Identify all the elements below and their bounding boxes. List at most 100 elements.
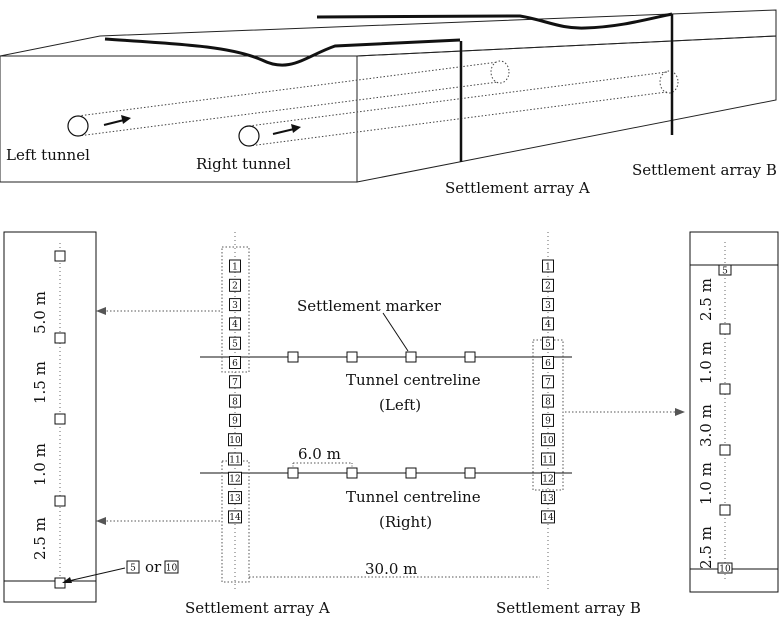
array-a-marker-box xyxy=(229,336,241,350)
array-b-marker-box xyxy=(542,278,554,292)
array-b-marker-number: 6 xyxy=(545,359,551,369)
array-a-marker-box xyxy=(229,375,241,389)
settlement-trough-b xyxy=(316,12,673,30)
array-b-marker-box xyxy=(541,491,555,505)
array-a-marker-number: 5 xyxy=(232,340,238,350)
legend-marker-5 xyxy=(126,560,140,574)
array-a-marker-number: 12 xyxy=(229,475,240,485)
centreline-marker xyxy=(346,467,358,479)
right-tunnel-bore-bottom xyxy=(248,91,668,147)
array-b-marker-box xyxy=(542,356,554,369)
left-dim-1-5m: 1.5 m xyxy=(31,361,49,404)
right-tunnel-face xyxy=(238,125,260,147)
callout-top-left-head xyxy=(96,307,106,315)
left-centreline-markers xyxy=(287,351,476,363)
array-a-marker-box xyxy=(229,413,241,427)
right-tunnel-label: Right tunnel xyxy=(196,155,291,173)
left-advance-arrow xyxy=(103,119,125,126)
right-detail-bottom-marker xyxy=(717,562,733,574)
right-detail-marker xyxy=(719,323,731,335)
array-a-marker-number: 8 xyxy=(232,397,238,407)
left-detail-panel: 5.0 m 1.5 m 1.0 m 2.5 m 5 or 10 xyxy=(3,231,179,603)
array-b-marker-number: 3 xyxy=(545,301,551,311)
array-a-bottom-selection xyxy=(221,460,250,583)
centreline-marker xyxy=(405,467,417,479)
legend-marker-10-label: 10 xyxy=(166,564,178,574)
array-b-marker-number: 11 xyxy=(542,455,553,465)
legend-marker-10 xyxy=(164,560,179,574)
array-a-marker-number: 9 xyxy=(232,417,238,427)
array-a-marker-box xyxy=(229,356,241,369)
settlement-marker-pointer xyxy=(382,312,409,352)
right-centreline-markers xyxy=(287,467,476,479)
plan-view: Settlement marker Tunnel centreline (Lef… xyxy=(96,232,685,617)
array-a-marker-number: 13 xyxy=(229,494,241,504)
array-b-marker-number: 7 xyxy=(545,378,551,388)
left-advance-arrowhead xyxy=(121,115,131,124)
left-detail-marker xyxy=(54,332,66,344)
advance-arrows xyxy=(103,115,301,135)
array-a-marker-number: 14 xyxy=(229,513,241,523)
centreline-marker xyxy=(346,351,358,363)
dimension-30m-label: 30.0 m xyxy=(365,560,417,578)
left-dim-5m: 5.0 m xyxy=(31,291,49,334)
array-a-top-selection xyxy=(221,246,250,373)
right-detail-marker xyxy=(719,504,731,516)
array-b-marker-number: 9 xyxy=(545,417,551,427)
centreline-marker xyxy=(464,351,476,363)
block-side-face xyxy=(356,35,777,183)
array-b-marker-number: 14 xyxy=(542,513,554,523)
right-dim-1m-bottom: 1.0 m xyxy=(697,462,715,505)
left-detail-marker xyxy=(54,413,66,425)
right-detail-frame xyxy=(689,231,779,593)
right-dim-1m-top: 1.0 m xyxy=(697,341,715,384)
array-b-marker-number: 1 xyxy=(545,262,551,272)
centreline-marker xyxy=(464,467,476,479)
block-top-face xyxy=(0,9,777,57)
array-a-marker-number: 11 xyxy=(229,455,240,465)
block-3d-view xyxy=(0,9,777,183)
centreline-marker xyxy=(405,351,417,363)
right-detail-top-marker-label: 5 xyxy=(722,267,728,277)
array-a-marker-number: 3 xyxy=(232,301,238,311)
array-b-label: Settlement array B xyxy=(496,599,641,617)
tunnel-bores xyxy=(77,60,679,147)
array-b-marker-number: 4 xyxy=(545,320,551,330)
left-detail-marker xyxy=(54,495,66,507)
right-advance-arrow xyxy=(272,128,295,135)
centreline-left-line2: (Left) xyxy=(379,396,421,414)
right-dim-2-5m-bottom: 2.5 m xyxy=(697,526,715,569)
array-a-label: Settlement array A xyxy=(185,599,330,617)
array-b-marker-number: 2 xyxy=(545,282,551,292)
array-b-3d-label: Settlement array B xyxy=(632,161,777,179)
right-detail-marker xyxy=(719,383,731,395)
right-tunnel-far-end xyxy=(659,70,679,94)
array-a-marker-number: 10 xyxy=(229,436,241,446)
centreline-right-line1: Tunnel centreline xyxy=(346,488,481,506)
left-tunnel-label: Left tunnel xyxy=(6,146,90,164)
array-b-marker-box xyxy=(541,452,555,466)
right-dim-2-5m-top: 2.5 m xyxy=(697,278,715,321)
array-a-marker-number: 7 xyxy=(232,378,238,388)
array-b-marker-box xyxy=(542,413,554,427)
array-a-marker-box xyxy=(229,278,241,292)
legend-or-text: or xyxy=(145,558,162,576)
array-a-marker-box xyxy=(229,317,241,331)
legend-pointer-head xyxy=(62,577,72,583)
array-b-marker-number: 8 xyxy=(545,397,551,407)
array-b-marker-box xyxy=(542,375,554,389)
array-a-marker-box xyxy=(229,394,241,408)
right-detail-top-marker xyxy=(718,264,732,276)
array-b-marker-box xyxy=(541,471,555,485)
array-a-marker-box xyxy=(228,510,242,524)
left-tunnel-far-end xyxy=(490,60,510,84)
array-b-marker-box xyxy=(541,433,555,447)
legend-marker-5-label: 5 xyxy=(130,564,136,574)
array-a-marker-number: 1 xyxy=(232,262,238,272)
array-a-3d-label: Settlement array A xyxy=(445,179,590,197)
array-b-marker-number: 10 xyxy=(542,436,554,446)
right-advance-arrowhead xyxy=(291,124,301,133)
array-b-marker-box xyxy=(542,336,554,350)
